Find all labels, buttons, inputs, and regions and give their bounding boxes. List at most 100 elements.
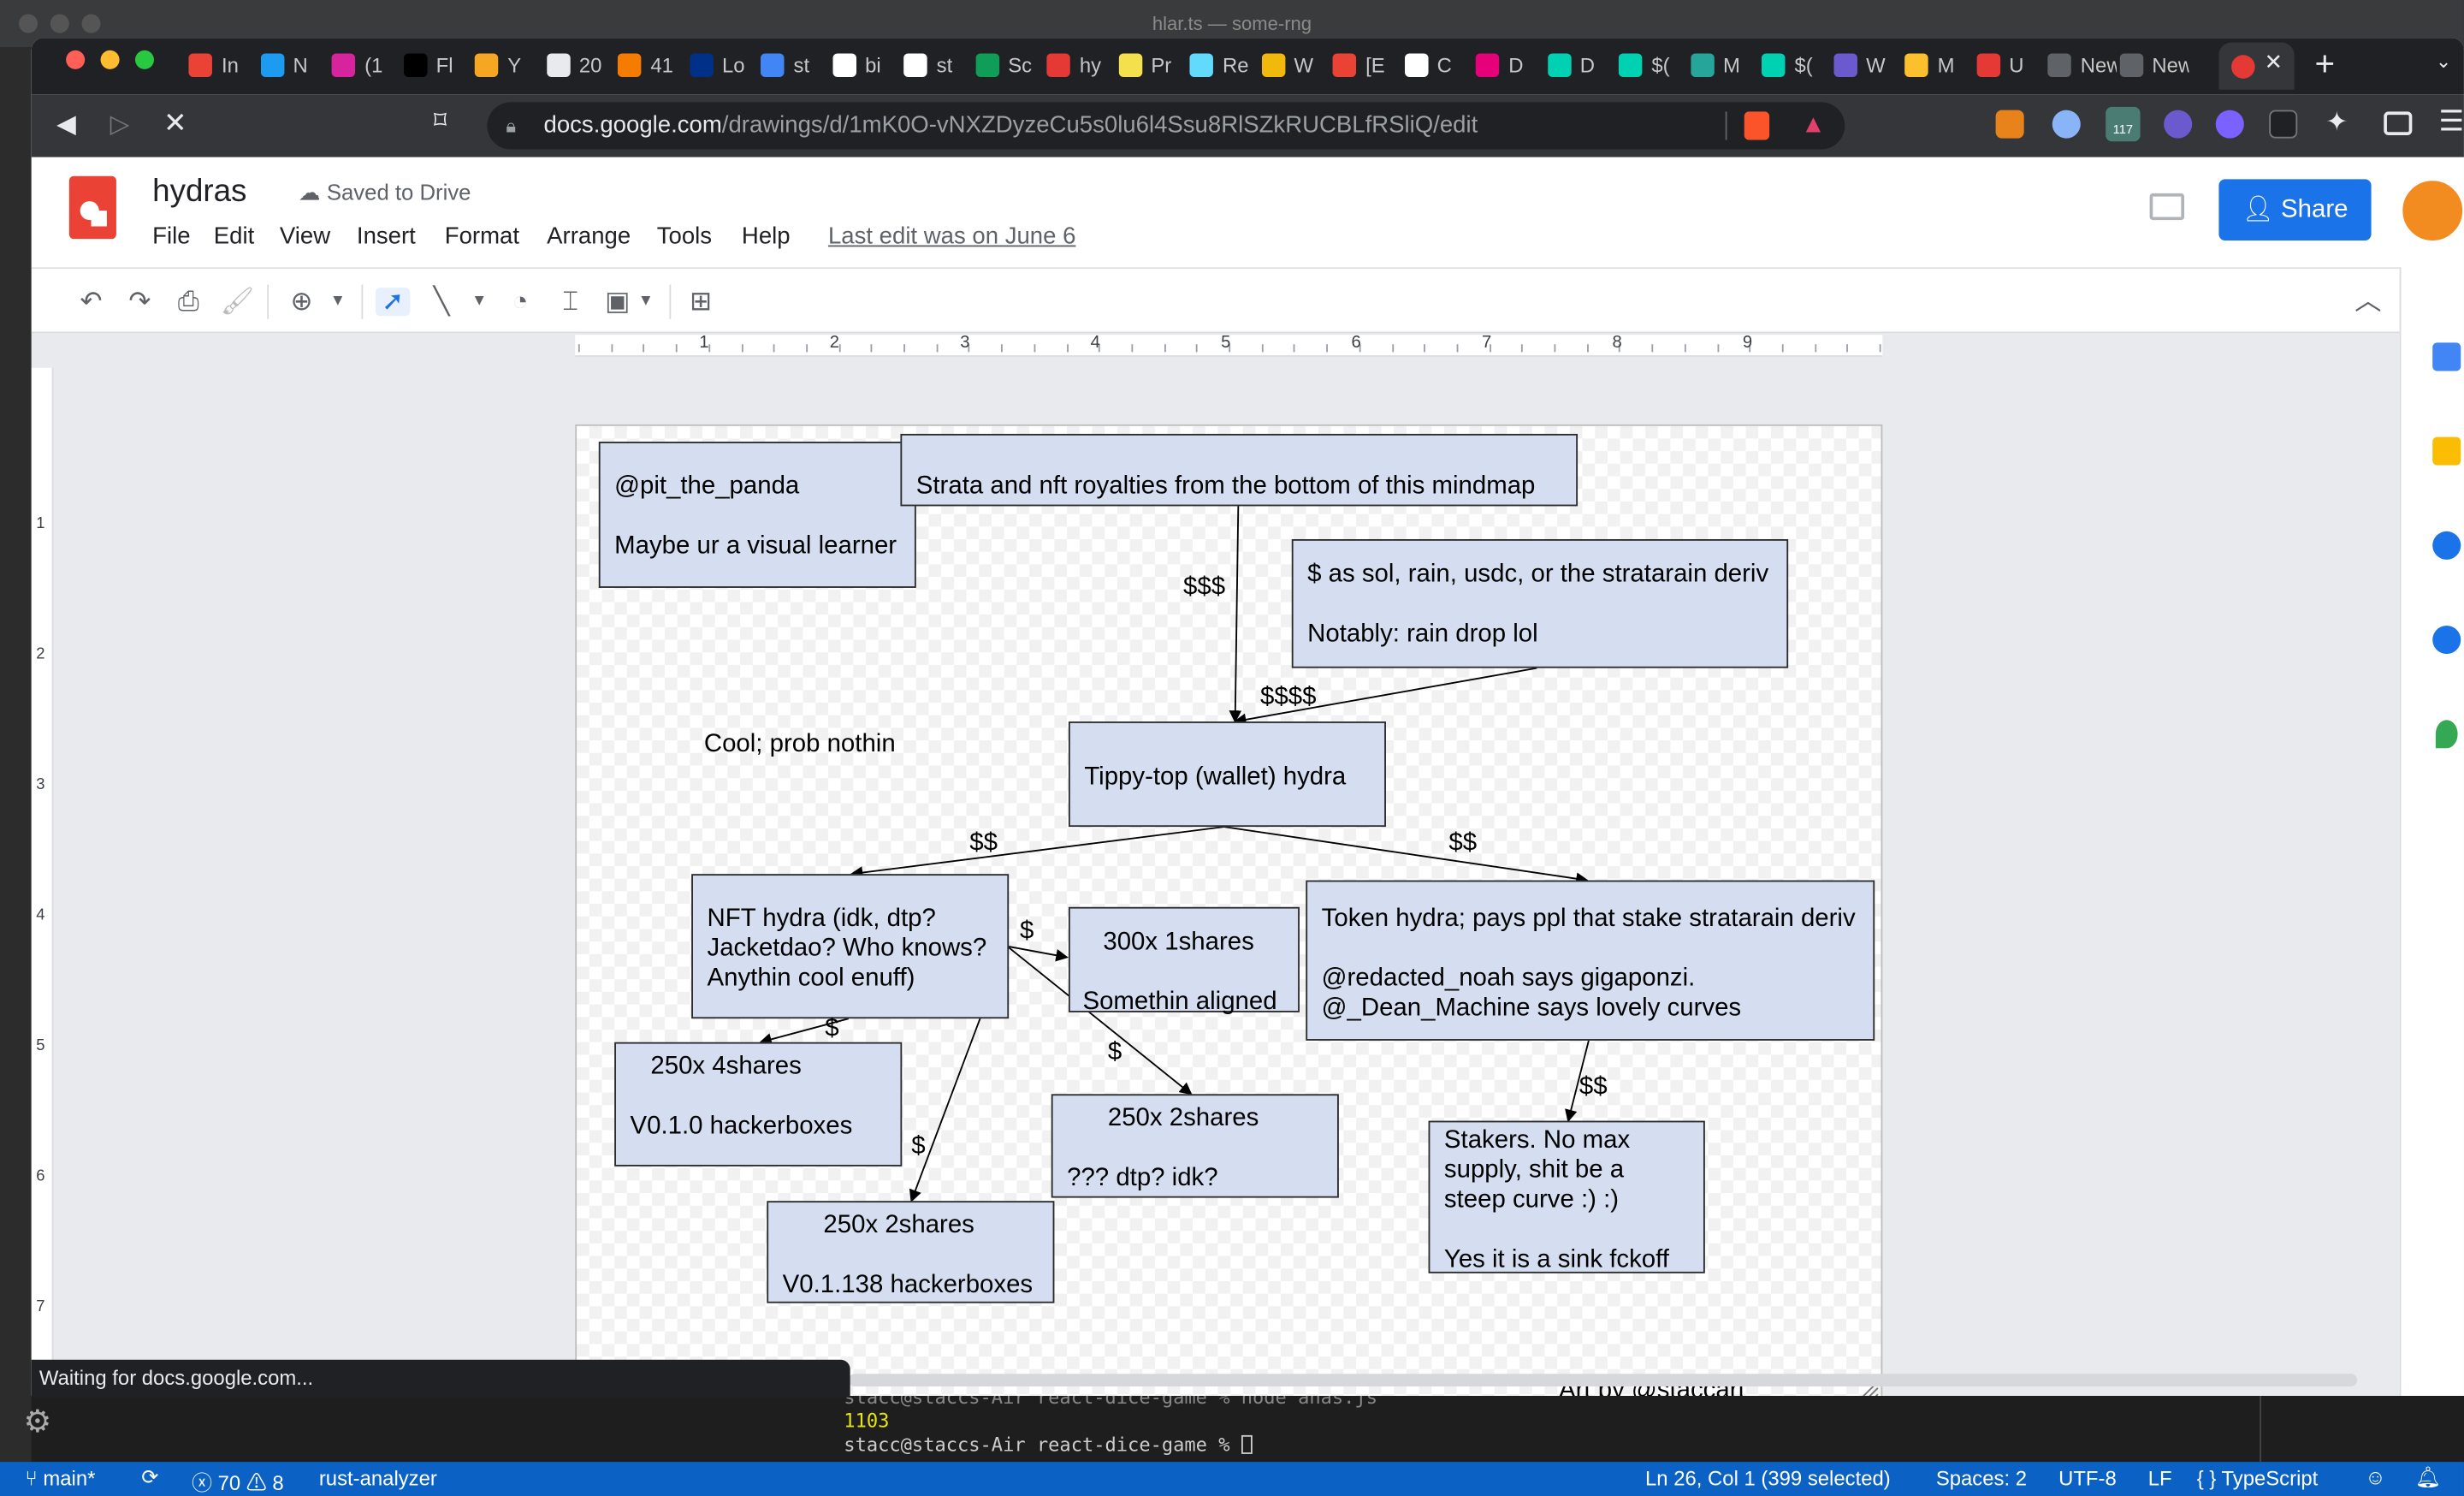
image-icon[interactable]: ▣ — [605, 286, 631, 317]
browser-tab[interactable]: (1 — [331, 47, 401, 85]
browser-tab[interactable]: bi — [832, 47, 902, 85]
problems-item[interactable]: ⓧ 70 ⚠ 8 — [192, 1471, 284, 1495]
extension-icon[interactable] — [2052, 110, 2081, 139]
browser-tab[interactable]: New T — [2118, 47, 2189, 85]
gear-icon[interactable]: ⚙ — [23, 1405, 52, 1440]
menu-file[interactable]: File — [152, 223, 191, 251]
sync-icon[interactable]: ⟳ — [141, 1464, 159, 1489]
maps-icon[interactable] — [2435, 720, 2458, 749]
shares-250-2-box[interactable]: 250x 2shares??? dtp? idk? — [1051, 1094, 1339, 1198]
edge-label[interactable]: $ — [1020, 917, 1034, 945]
browser-tab[interactable]: W — [1260, 47, 1330, 85]
last-edit-link[interactable]: Last edit was on June 6 — [827, 223, 1076, 251]
extension-badge-icon[interactable]: 117 — [2106, 106, 2141, 142]
tasks-icon[interactable] — [2432, 531, 2461, 560]
edge-label[interactable]: $$ — [1448, 829, 1478, 858]
browser-tab[interactable]: [E — [1332, 47, 1402, 85]
menu-arrange[interactable]: Arrange — [547, 223, 631, 251]
calendar-icon[interactable] — [2432, 342, 2461, 371]
browser-tab[interactable]: D — [1475, 47, 1545, 85]
edge-label[interactable]: $ — [825, 1015, 839, 1042]
close-window-icon[interactable] — [66, 50, 86, 69]
document-title[interactable]: hydras — [152, 174, 247, 210]
edge-label[interactable]: $$ — [969, 829, 998, 858]
feedback-icon[interactable]: ☺ — [2365, 1464, 2386, 1489]
close-icon[interactable] — [19, 14, 38, 33]
minimize-icon[interactable] — [50, 14, 69, 33]
menu-insert[interactable]: Insert — [356, 223, 416, 251]
browser-tab[interactable]: In — [188, 47, 258, 85]
edge-label[interactable]: $$$ — [1183, 573, 1226, 601]
bookmark-icon[interactable]: ⌑ — [433, 108, 447, 135]
new-tab-icon[interactable]: + — [2314, 44, 2336, 84]
menu-format[interactable]: Format — [444, 223, 520, 251]
browser-tab[interactable]: Re — [1189, 47, 1259, 85]
browser-tab[interactable]: Lo — [689, 47, 758, 85]
select-icon[interactable]: ➚ — [375, 287, 411, 317]
horizontal-scrollbar[interactable] — [848, 1374, 2358, 1386]
brave-shield-icon[interactable] — [1744, 111, 1770, 140]
browser-tab[interactable]: N — [259, 47, 329, 85]
sol-box[interactable]: $ as sol, rain, usdc, or the stratarain … — [1291, 538, 1789, 668]
menu-edit[interactable]: Edit — [213, 223, 255, 251]
extension-icon[interactable] — [2215, 110, 2244, 139]
add-comment-icon[interactable]: ⊞ — [690, 286, 713, 317]
browser-tab[interactable]: Pr — [1117, 47, 1188, 85]
keep-icon[interactable] — [2432, 436, 2461, 466]
rewards-icon[interactable]: ▲ — [1800, 111, 1826, 139]
zoom-icon[interactable]: ⊕ — [290, 286, 313, 317]
eol[interactable]: LF — [2147, 1466, 2172, 1491]
bell-icon[interactable]: 🔔︎ — [2415, 1464, 2442, 1489]
chevron-down-icon[interactable]: ▼ — [637, 292, 654, 310]
save-status[interactable]: ☁ Saved to Drive — [299, 179, 471, 205]
metamask-icon[interactable] — [1995, 110, 2024, 139]
tippy-top-box[interactable]: Tippy-top (wallet) hydra — [1068, 721, 1386, 828]
wallet-icon[interactable] — [2384, 111, 2413, 135]
terminal-prompt[interactable]: stacc@staccs-Air react-dice-game % — [844, 1434, 1253, 1456]
menu-view[interactable]: View — [279, 223, 331, 251]
drawings-logo-icon[interactable] — [68, 175, 116, 240]
menu-tools[interactable]: Tools — [656, 223, 713, 251]
collapse-icon[interactable]: ︿ — [2354, 286, 2382, 317]
browser-tab[interactable]: hy — [1046, 47, 1116, 85]
browser-tab[interactable]: st — [903, 47, 973, 85]
minimize-window-icon[interactable] — [100, 50, 120, 69]
indent-setting[interactable]: Spaces: 2 — [1935, 1466, 2028, 1491]
shape-icon[interactable]: ◔ — [512, 286, 529, 317]
maximize-icon[interactable] — [81, 14, 101, 33]
browser-tab[interactable]: 41 — [617, 47, 687, 85]
chevron-down-icon[interactable]: ▼ — [329, 292, 346, 310]
extension-icon[interactable] — [2164, 110, 2193, 139]
line-icon[interactable]: ╲ — [433, 286, 450, 317]
strata-box[interactable]: Strata and nft royalties from the bottom… — [900, 433, 1578, 507]
menu-icon[interactable]: ☰ — [2438, 105, 2464, 137]
token-hydra-box[interactable]: Token hydra; pays ppl that stake stratar… — [1306, 880, 1875, 1041]
puzzle-icon[interactable]: ✦ — [2325, 106, 2348, 137]
avatar[interactable] — [2399, 177, 2464, 244]
browser-tab[interactable]: D — [1547, 47, 1616, 85]
contacts-icon[interactable] — [2432, 626, 2461, 655]
language-server[interactable]: rust-analyzer — [318, 1466, 437, 1491]
browser-tab[interactable]: M — [1690, 47, 1759, 85]
tab-search-icon[interactable]: ⌄ — [2435, 50, 2452, 73]
browser-tab[interactable]: $( — [1618, 47, 1688, 85]
comments-icon[interactable] — [2149, 193, 2185, 221]
paint-format-icon[interactable]: 🖌︎ — [220, 286, 255, 317]
forward-icon[interactable]: ▷ — [110, 111, 130, 139]
share-button[interactable]: 👤︎ Share — [2218, 179, 2372, 241]
chevron-down-icon[interactable]: ▼ — [471, 292, 488, 310]
browser-tab[interactable]: U — [1975, 47, 2046, 85]
cursor-position[interactable]: Ln 26, Col 1 (399 selected) — [1645, 1466, 1891, 1491]
cool-note[interactable]: Cool; prob nothin — [703, 731, 896, 758]
redo-icon[interactable]: ↷ — [128, 286, 151, 317]
encoding[interactable]: UTF-8 — [2058, 1466, 2117, 1491]
edge-label[interactable]: $$ — [1578, 1073, 1608, 1101]
browser-tab[interactable]: M — [1904, 47, 1974, 85]
browser-tab[interactable]: W — [1833, 47, 1903, 85]
edge-label[interactable]: $ — [911, 1133, 926, 1161]
language-mode[interactable]: { } TypeScript — [2196, 1466, 2319, 1491]
